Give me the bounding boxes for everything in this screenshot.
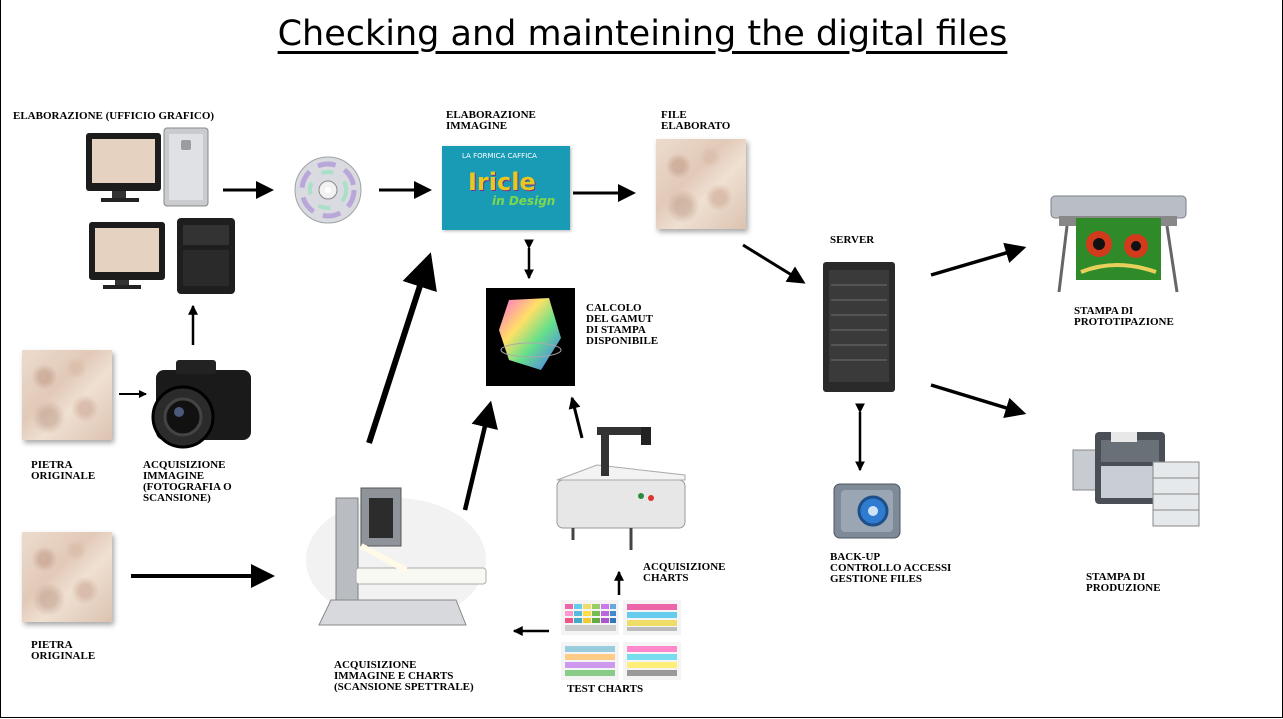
monitor-icon (86, 133, 161, 202)
arrow-server-to-production (930, 383, 1027, 418)
arrow-scanner-to-software (366, 252, 437, 444)
arrow-file-to-server (742, 243, 806, 284)
computer-tower-icon (177, 218, 235, 294)
software-brand: LA FORMICA CAFFICA (462, 152, 537, 160)
label-elaborazione-immagine: ELABORAZIONE IMMAGINE (446, 109, 536, 132)
stone-texture-icon (656, 139, 746, 229)
label-acquisizione-charts: ACQUISIZIONE CHARTS (643, 561, 726, 584)
server-icon (823, 262, 895, 392)
software-logo-icon: LA FORMICA CAFFICA Iricle in Design (442, 146, 570, 230)
diagram-title: Checking and mainteining the digital fil… (277, 14, 1008, 54)
label-elaborazione-ufficio: ELABORAZIONE (UFFICIO GRAFICO) (13, 110, 215, 122)
arrow-server-to-proto (930, 242, 1027, 277)
label-stampa-produzione: STAMPA DI PRODUZIONE (1086, 571, 1161, 594)
label-file-elaborato: FILE ELABORATO (661, 109, 731, 132)
measuring-device-icon (556, 427, 686, 550)
label-server: SERVER (830, 234, 875, 246)
computer-tower-icon (163, 127, 209, 207)
production-press-icon (1072, 432, 1200, 527)
large-format-printer-icon (1050, 195, 1187, 293)
cd-disc-icon (294, 156, 362, 224)
label-calcolo-gamut: CALCOLO DEL GAMUT DI STAMPA DISPONIBILE (586, 302, 659, 347)
label-stampa-prototipazione: STAMPA DI PROTOTIPAZIONE (1074, 305, 1174, 328)
label-test-charts: TEST CHARTS (567, 683, 644, 695)
stone-texture-icon (22, 350, 112, 440)
label-acquisizione-immagine: ACQUISIZIONE IMMAGINE (FOTOGRAFIA O SCAN… (143, 459, 232, 504)
software-logo-line1: Iricle (468, 168, 536, 196)
backup-safe-icon (833, 483, 901, 539)
spectral-scanner-icon (306, 487, 487, 626)
arrow-scanner-to-gamut (462, 400, 498, 511)
label-backup: BACK-UP CONTROLLO ACCESSI GESTIONE FILES (830, 551, 952, 585)
arrow-device-to-gamut (568, 396, 584, 439)
software-logo-line2: in Design (492, 194, 556, 208)
label-acquisizione-immagine-charts: ACQUISIZIONE IMMAGINE E CHARTS (SCANSION… (334, 659, 474, 693)
label-pietra-originale-1: PIETRA ORIGINALE (31, 459, 96, 482)
stone-texture-icon (22, 532, 112, 622)
monitor-icon (89, 222, 165, 289)
test-chart-icon (561, 600, 681, 680)
camera-icon (151, 360, 251, 449)
gamut-plot-icon (486, 288, 575, 386)
label-pietra-originale-2: PIETRA ORIGINALE (31, 639, 96, 662)
